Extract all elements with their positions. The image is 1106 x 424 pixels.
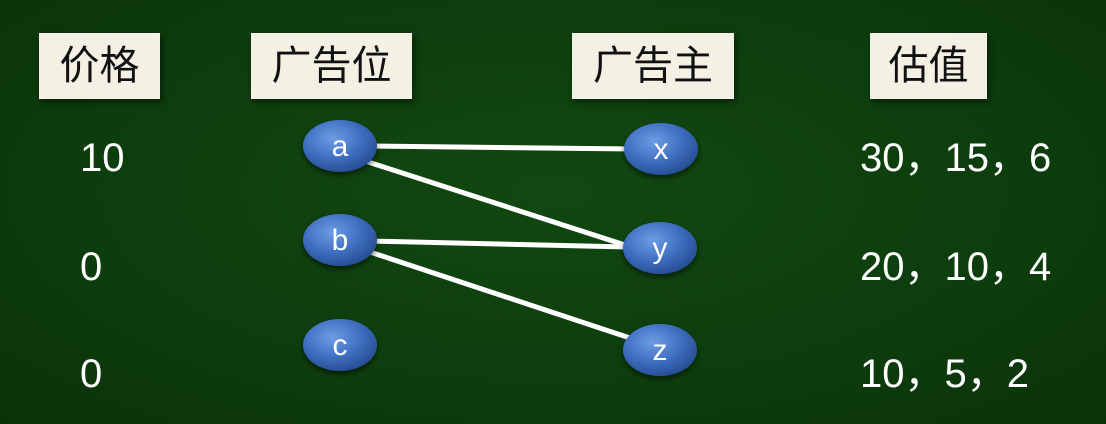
price-slot-a: 10 [80,136,125,180]
slot-node-a-label: a [332,130,349,163]
edge-a-y [359,157,631,249]
price-slot-c: 0 [80,352,103,396]
slot-node-b-label: b [332,224,349,257]
advertiser-node-x: x [624,123,698,175]
slot-node-c: c [303,319,377,371]
price-column-header: 价格 [39,33,160,99]
valuation-advertiser-z: 10，5，2 [860,352,1029,396]
slot-node-b: b [303,214,377,266]
advertiser-node-x-label: x [654,133,669,166]
ad-slot-column-header: 广告位 [251,33,412,99]
edge-layer [359,143,639,343]
slot-node-a: a [303,120,377,172]
advertiser-node-y: y [623,222,697,274]
edge-b-z [361,247,639,343]
advertiser-node-z: z [623,324,697,376]
valuation-advertiser-y: 20，10，4 [860,245,1052,289]
slot-node-c-label: c [333,329,348,362]
price-slot-b: 0 [80,245,103,289]
valuation-advertiser-x: 30，15，6 [860,136,1052,180]
edge-b-y [365,238,631,250]
advertiser-node-y-label: y [653,232,668,265]
edge-a-x [365,143,636,152]
valuation-column-header: 估值 [870,33,987,99]
advertiser-column-header: 广告主 [572,33,734,99]
advertiser-node-z-label: z [653,334,668,367]
